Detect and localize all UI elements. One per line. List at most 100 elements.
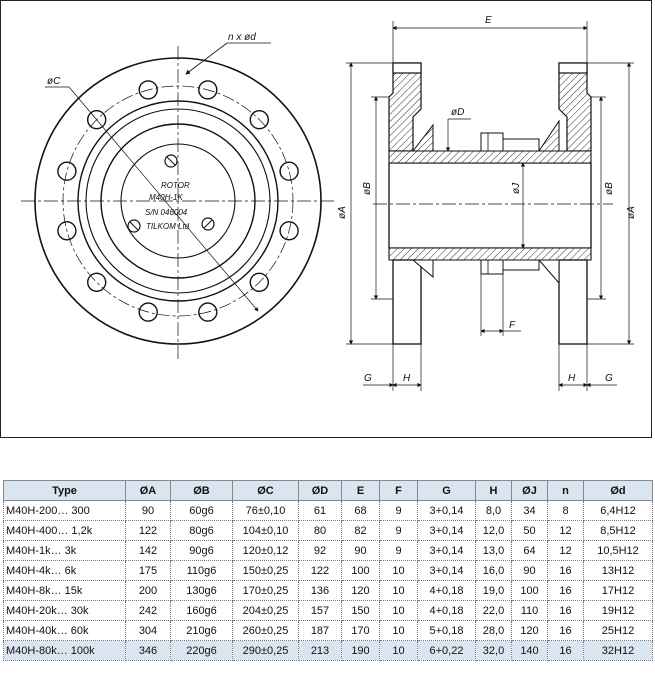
table-cell: 304 [125, 620, 171, 641]
col-h: H [475, 480, 512, 501]
table-cell: 140 [511, 640, 548, 661]
table-cell: 8,5H12 [583, 520, 653, 541]
table-cell: 8 [547, 500, 584, 521]
bolt-hole [57, 161, 77, 181]
table-cell: 157 [298, 600, 342, 621]
table-cell-type: M40H-400… 1,2k [3, 520, 126, 541]
label-da-right: øA [626, 206, 637, 219]
bolt-circle [62, 85, 294, 317]
table-cell: 9 [379, 500, 418, 521]
label-nxd: n x ød [228, 32, 256, 43]
table-cell: 12,0 [475, 520, 512, 541]
label-da-left: øA [337, 206, 348, 219]
dimension-lines [346, 21, 634, 391]
table-cell: 3+0,14 [417, 560, 476, 581]
col-dc: ØC [232, 480, 299, 501]
table-cell: 10 [379, 640, 418, 661]
left-flange-lower [392, 259, 422, 345]
table-cell: 16 [547, 560, 584, 581]
bolt-hole [138, 80, 158, 100]
table-cell: 136 [298, 580, 342, 601]
table-cell: 5+0,18 [417, 620, 476, 641]
table-cell: 3+0,14 [417, 520, 476, 541]
label-dc: øC [47, 76, 61, 87]
table-cell: 6+0,22 [417, 640, 476, 661]
table-cell-type: M40H-20k… 30k [3, 600, 126, 621]
col-f: F [379, 480, 418, 501]
table-cell: 16 [547, 580, 584, 601]
bolt-hole [198, 302, 218, 322]
table-cell-type: M40H-40k… 60k [3, 620, 126, 641]
table-cell: 242 [125, 600, 171, 621]
label-h-right: H [568, 373, 576, 384]
table-cell: 170 [341, 620, 380, 641]
table-cell: 28,0 [475, 620, 512, 641]
table-cell: 64 [511, 540, 548, 561]
table-cell: 16,0 [475, 560, 512, 581]
left-flange-upper [388, 62, 422, 152]
col-dsmall: Ød [583, 480, 653, 501]
table-cell: 80g6 [170, 520, 233, 541]
col-n: n [547, 480, 584, 501]
table-cell: 8,0 [475, 500, 512, 521]
table-cell: 175 [125, 560, 171, 581]
bolt-hole [249, 272, 269, 292]
hub-circle-3 [100, 123, 256, 279]
table-header-row: Type ØA ØB ØC ØD E F G H ØJ n Ød [3, 480, 653, 501]
label-f: F [509, 320, 516, 331]
table-cell: 90g6 [170, 540, 233, 561]
outer-flange-circle [34, 57, 322, 345]
table-cell: 9 [379, 540, 418, 561]
table-cell: 3+0,14 [417, 500, 476, 521]
table-cell: 80 [298, 520, 342, 541]
table-cell: 12 [547, 520, 584, 541]
table-cell: 170±0,25 [232, 580, 299, 601]
table-cell: 17H12 [583, 580, 653, 601]
bolt-hole [86, 109, 107, 130]
right-flange-lower [558, 259, 588, 345]
rotor-screw-top [164, 154, 178, 168]
table-cell: 122 [298, 560, 342, 581]
table-cell: 346 [125, 640, 171, 661]
label-g-left: G [364, 373, 372, 384]
table-cell: 16 [547, 640, 584, 661]
table-cell: 32,0 [475, 640, 512, 661]
label-db-left: øB [362, 182, 373, 195]
rotor-text-3: S/N 046004 [145, 208, 188, 217]
table-cell: 13,0 [475, 540, 512, 561]
hub-circle-2 [85, 108, 271, 294]
table-cell: 92 [298, 540, 342, 561]
table-cell: 4+0,18 [417, 580, 476, 601]
tube-lower [388, 247, 592, 261]
table-cell: 260±0,25 [232, 620, 299, 641]
table-cell: 12 [547, 540, 584, 561]
table-cell: 10 [379, 560, 418, 581]
table-cell: 10 [379, 580, 418, 601]
rotor-screw-right [201, 217, 215, 231]
table-cell: 34 [511, 500, 548, 521]
table-cell: 142 [125, 540, 171, 561]
table-cell: 82 [341, 520, 380, 541]
side-view [373, 62, 613, 345]
right-flange-upper [558, 62, 592, 152]
bolt-hole [198, 80, 218, 100]
table-cell: 120±0,12 [232, 540, 299, 561]
dc-leader [68, 86, 259, 312]
table-cell: 16 [547, 620, 584, 641]
rotor-text-4: TILKOM Ltd [146, 222, 190, 231]
table-cell: 76±0,10 [232, 500, 299, 521]
table-cell: 213 [298, 640, 342, 661]
bolt-hole [57, 221, 77, 241]
table-cell: 210g6 [170, 620, 233, 641]
table-cell: 60g6 [170, 500, 233, 521]
front-view [21, 42, 336, 361]
bolt-hole [138, 302, 158, 322]
label-h-left: H [403, 373, 411, 384]
table-cell: 90 [511, 560, 548, 581]
table-cell: 110g6 [170, 560, 233, 581]
